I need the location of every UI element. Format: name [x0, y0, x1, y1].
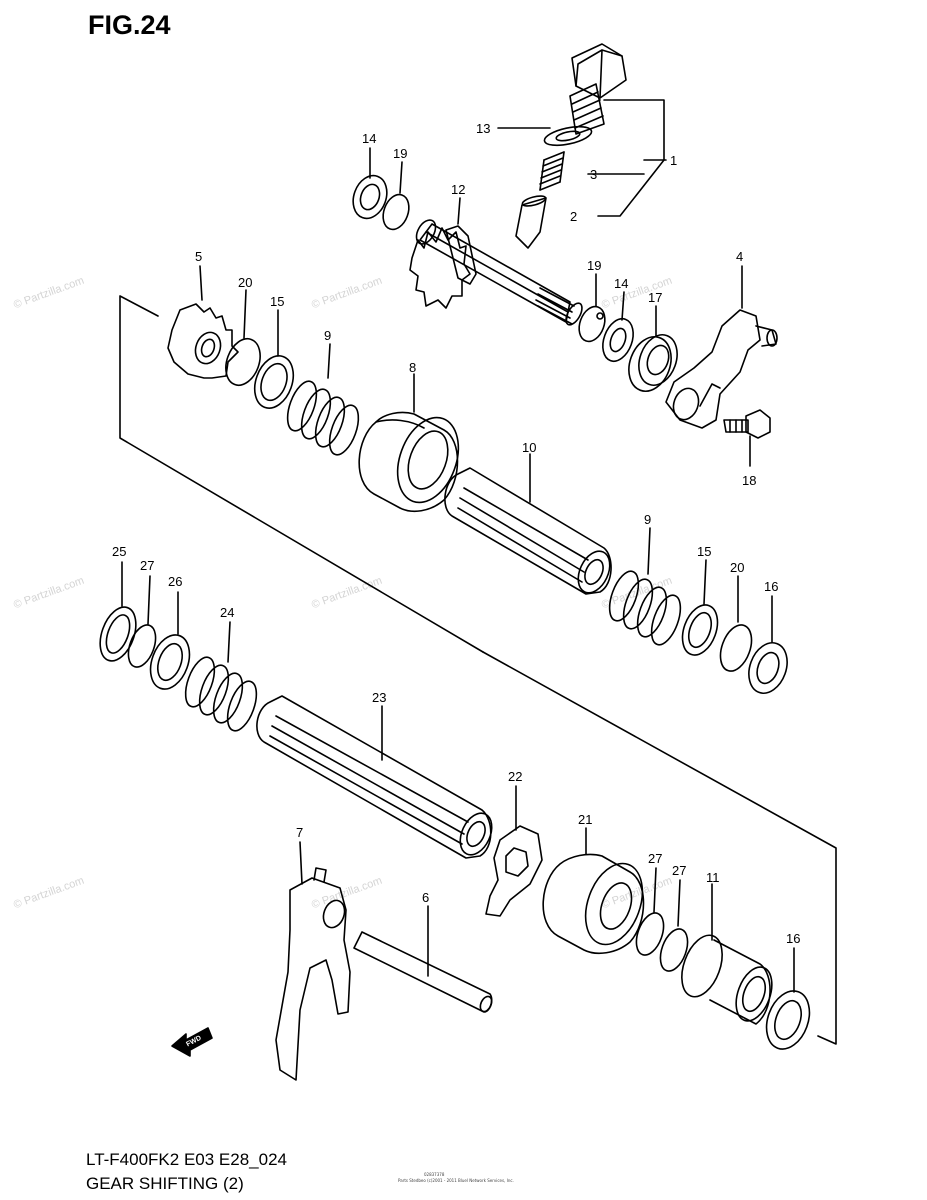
- part-20-circlip-lower: [719, 624, 753, 672]
- callout-label: 16: [786, 931, 800, 946]
- callout-label: 11: [706, 870, 720, 885]
- part-18-bolt: [723, 409, 771, 439]
- callout-label: 15: [270, 294, 284, 309]
- part-9-spring-lower: [608, 570, 682, 646]
- part-2-shift-pin: [515, 195, 547, 249]
- part-26-washer: [149, 634, 191, 690]
- callout-label: 27: [648, 851, 662, 866]
- callout-label: 20: [238, 275, 252, 290]
- callout-label: 18: [742, 473, 756, 488]
- callout-label: 27: [672, 863, 686, 878]
- part-16-washer-upper: [748, 642, 788, 694]
- callout-label: 22: [508, 769, 522, 784]
- callout-label: 24: [220, 605, 234, 620]
- part-15-washer-upper: [253, 355, 295, 409]
- callout-label: 19: [587, 258, 601, 273]
- callout-label: 15: [697, 544, 711, 559]
- part-4-gear-shift-arm: [665, 309, 778, 429]
- assembly-frame-upper: [119, 295, 484, 653]
- part-8-shift-cam: [358, 411, 460, 513]
- callout-label: 20: [730, 560, 744, 575]
- part-11-bearing: [681, 934, 773, 1025]
- callout-label: 14: [362, 131, 376, 146]
- part-12-gear-shift-shaft: [409, 219, 583, 326]
- callout-label: 26: [168, 574, 182, 589]
- part-5-pawl-lifter-gear: [167, 303, 239, 379]
- part-15-washer-lower: [681, 604, 719, 656]
- callout-label: 19: [393, 146, 407, 161]
- callout-label: 10: [522, 440, 536, 455]
- callout-label: 21: [578, 812, 592, 827]
- part-9-spring-upper: [286, 380, 360, 456]
- part-25-washer: [99, 606, 137, 662]
- part-19-circlip-upper: [382, 193, 410, 231]
- part-27-circlip-mid: [635, 912, 665, 956]
- section-title: GEAR SHIFTING (2): [86, 1174, 244, 1193]
- callout-label: 6: [422, 890, 429, 905]
- part-27-circlip-right: [659, 928, 689, 972]
- callout-label: 12: [451, 182, 465, 197]
- callout-label: 1: [670, 153, 677, 168]
- part-14-washer-mid: [602, 317, 634, 363]
- part-3-spring: [539, 151, 565, 191]
- callout-label: 9: [644, 512, 651, 527]
- callout-bracket-1: [597, 99, 665, 217]
- small-code: 02837378: [424, 1172, 445, 1177]
- assembly-frame-lower: [482, 651, 837, 1045]
- part-23-shaft-lower: [256, 695, 493, 859]
- callout-label: 4: [736, 249, 743, 264]
- part-14-washer-upper: [352, 174, 388, 220]
- part-7-shift-fork: [275, 867, 351, 1081]
- callout-label: 9: [324, 328, 331, 343]
- callout-label: 8: [409, 360, 416, 375]
- copyright-note: Parts Stedbeo (c)2001 - 2011 Bluel Netwo…: [398, 1178, 514, 1183]
- callout-label: 13: [476, 121, 490, 136]
- part-24-spring: [184, 656, 258, 732]
- model-code: LT-F400FK2 E03 E28_024: [86, 1150, 287, 1169]
- part-16-washer-lower: [765, 990, 811, 1050]
- callout-label: 17: [648, 290, 662, 305]
- part-1-plug-bolt: [569, 43, 627, 135]
- callout-label: 2: [570, 209, 577, 224]
- figure-title: FIG.24: [88, 10, 171, 40]
- part-17-oil-seal: [628, 334, 678, 392]
- callout-label: 5: [195, 249, 202, 264]
- callout-label: 7: [296, 825, 303, 840]
- callout-label: 23: [372, 690, 386, 705]
- callout-label: 25: [112, 544, 126, 559]
- part-22-cam-stopper-plate: [485, 825, 543, 917]
- part-10-shaft-upper: [444, 467, 612, 595]
- part-19-circlip-mid: [578, 305, 606, 343]
- callout-label: 16: [764, 579, 778, 594]
- part-20-circlip-upper: [225, 337, 261, 387]
- fwd-arrow-icon: [171, 1027, 213, 1057]
- part-27-circlip-left: [127, 624, 157, 668]
- part-13-gasket: [543, 125, 593, 147]
- part-21-cam-cylinder: [542, 853, 645, 955]
- callout-label: 14: [614, 276, 628, 291]
- callout-label: 27: [140, 558, 154, 573]
- part-6-shift-fork-shaft: [353, 931, 493, 1013]
- callout-label: 3: [590, 167, 597, 182]
